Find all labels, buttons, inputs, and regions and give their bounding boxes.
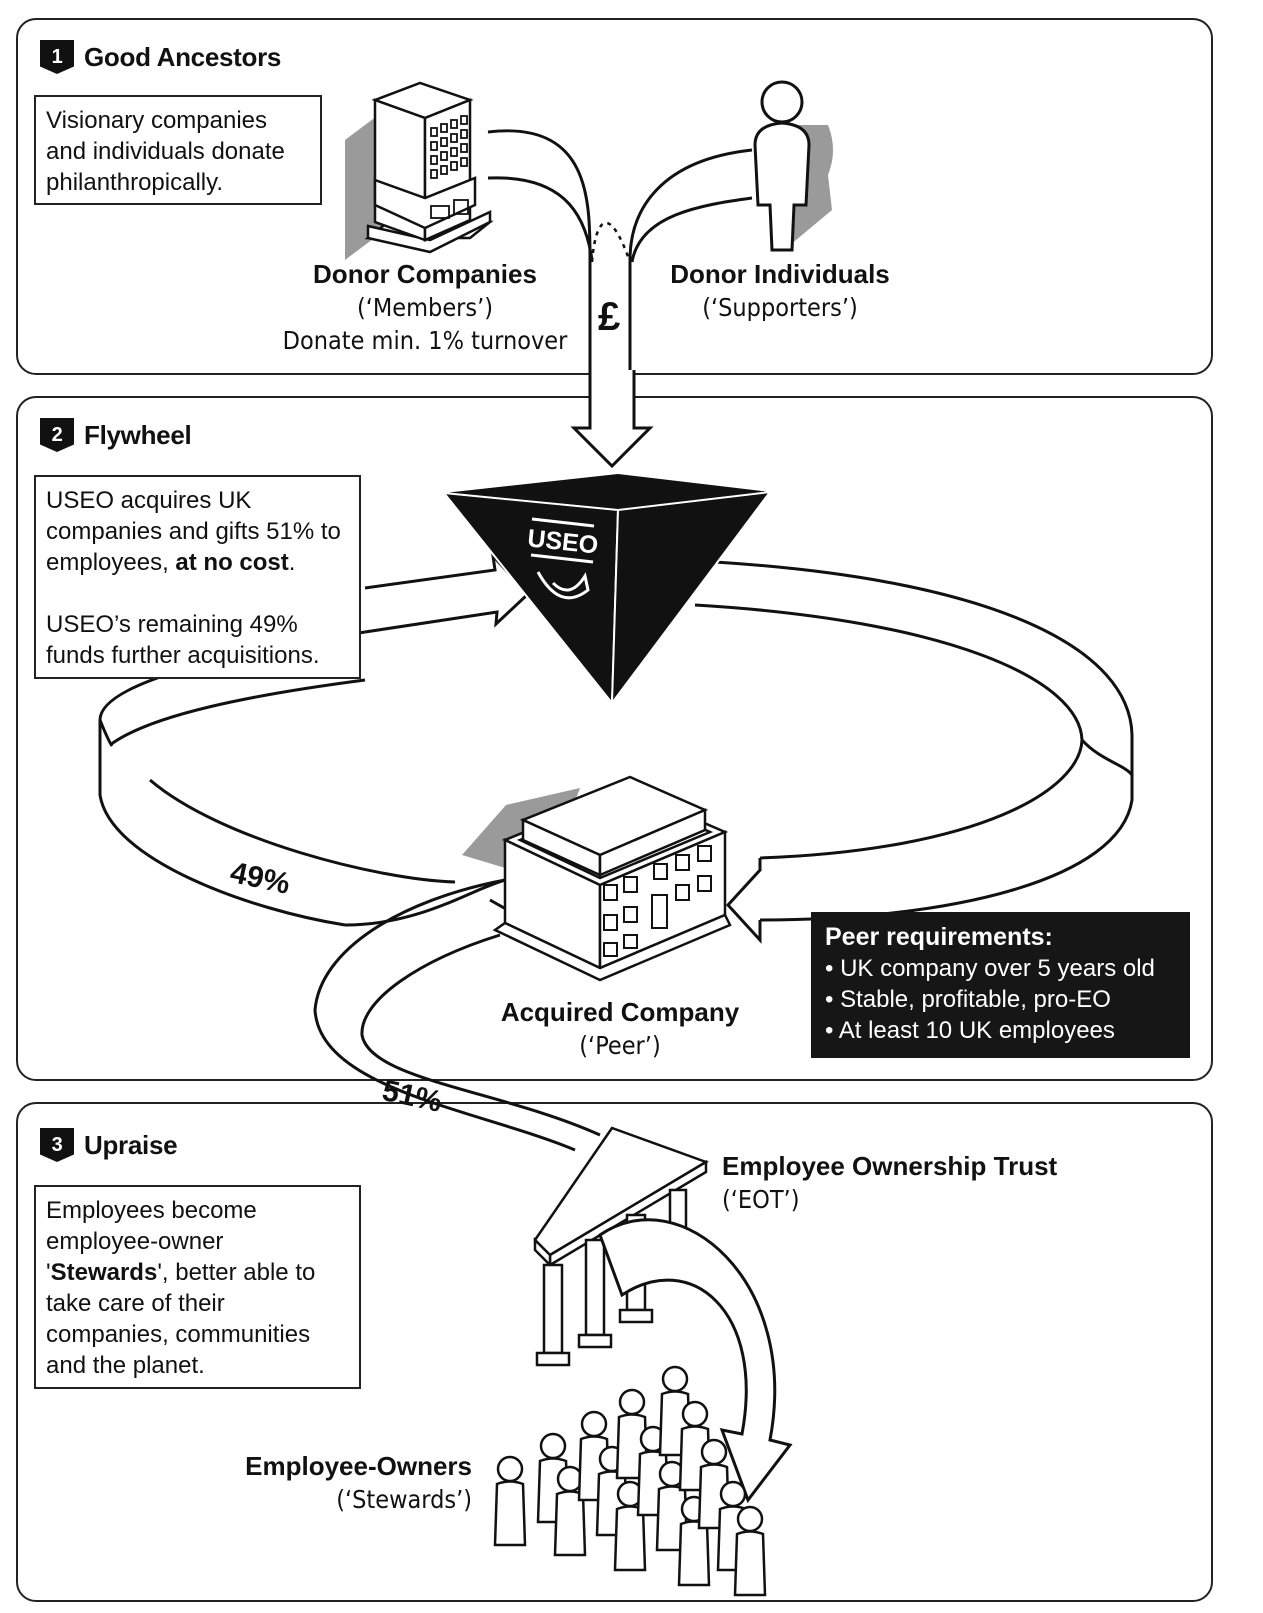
donor-individuals-subtitle: (‘Supporters’) <box>702 293 858 322</box>
pyramid-icon: USEO <box>441 474 773 707</box>
eot-subtitle: (‘EOT’) <box>722 1185 800 1214</box>
donation-flow-arrow <box>487 129 753 370</box>
peer-requirements-box: Peer requirements: • UK company over 5 y… <box>811 912 1190 1058</box>
employee-owners-title: Employee-Owners <box>245 1451 472 1481</box>
section-title-text: Upraise <box>84 1129 178 1160</box>
peer-requirement-item: • At least 10 UK employees <box>825 1017 1115 1044</box>
section-title-text: Good Ancestors <box>84 41 282 72</box>
panel-upraise <box>16 1102 1213 1602</box>
acquired-company-subtitle: (‘Peer’) <box>579 1031 661 1060</box>
office-tower-icon <box>345 81 494 260</box>
section-number-badge: 1 <box>40 40 74 74</box>
donor-individuals-label: Donor Individuals (‘Supporters’) <box>660 258 900 324</box>
description-flywheel: USEO acquires UK companies and gifts 51%… <box>34 475 361 679</box>
section-number-badge: 2 <box>40 418 74 452</box>
section-number-badge: 3 <box>40 1128 74 1162</box>
employee-owners-subtitle: (‘Stewards’) <box>336 1485 472 1514</box>
eot-title: Employee Ownership Trust <box>722 1151 1058 1181</box>
description-good-ancestors: Visionary companies and individuals dona… <box>34 95 322 205</box>
donor-companies-label: Donor Companies (‘Members’) Donate min. … <box>270 258 580 357</box>
donor-companies-note: Donate min. 1% turnover <box>282 326 568 355</box>
description-text-1: USEO acquires UK companies and gifts 51%… <box>46 487 341 576</box>
acquired-company-label: Acquired Company (‘Peer’) <box>485 996 755 1062</box>
crowd-icon <box>493 1365 767 1597</box>
flywheel-band <box>98 551 1134 1152</box>
donor-individuals-title: Donor Individuals <box>670 259 890 289</box>
eot-label: Employee Ownership Trust (‘EOT’) <box>722 1150 1082 1216</box>
person-icon <box>753 80 833 252</box>
description-upraise: Employees become employee-owner 'Steward… <box>34 1185 361 1389</box>
description-text: Visionary companies and individuals dona… <box>46 107 285 196</box>
donor-companies-subtitle: (‘Members’) <box>356 293 494 322</box>
donor-companies-title: Donor Companies <box>313 259 537 289</box>
peer-requirements-title: Peer requirements: <box>825 923 1053 951</box>
peer-requirement-item: • Stable, profitable, pro-EO <box>825 986 1111 1013</box>
pound-sign: £ <box>598 295 621 339</box>
eot-to-employees-arrow <box>598 1218 793 1504</box>
section-title-flywheel: 2 Flywheel <box>40 418 192 452</box>
description-text-2: USEO’s remaining 49% funds further acqui… <box>46 611 320 669</box>
office-building-icon <box>462 775 732 982</box>
acquired-company-title: Acquired Company <box>500 997 740 1027</box>
section-title-upraise: 3 Upraise <box>40 1128 178 1162</box>
section-title-good-ancestors: 1 Good Ancestors <box>40 40 281 74</box>
section-title-text: Flywheel <box>84 419 192 450</box>
peer-requirement-item: • UK company over 5 years old <box>825 955 1155 982</box>
employee-owners-label: Employee-Owners (‘Stewards’) <box>225 1450 472 1516</box>
description-text: Employees become employee-owner 'Steward… <box>46 1197 316 1379</box>
down-arrow <box>570 370 654 469</box>
useo-logo <box>530 517 595 600</box>
